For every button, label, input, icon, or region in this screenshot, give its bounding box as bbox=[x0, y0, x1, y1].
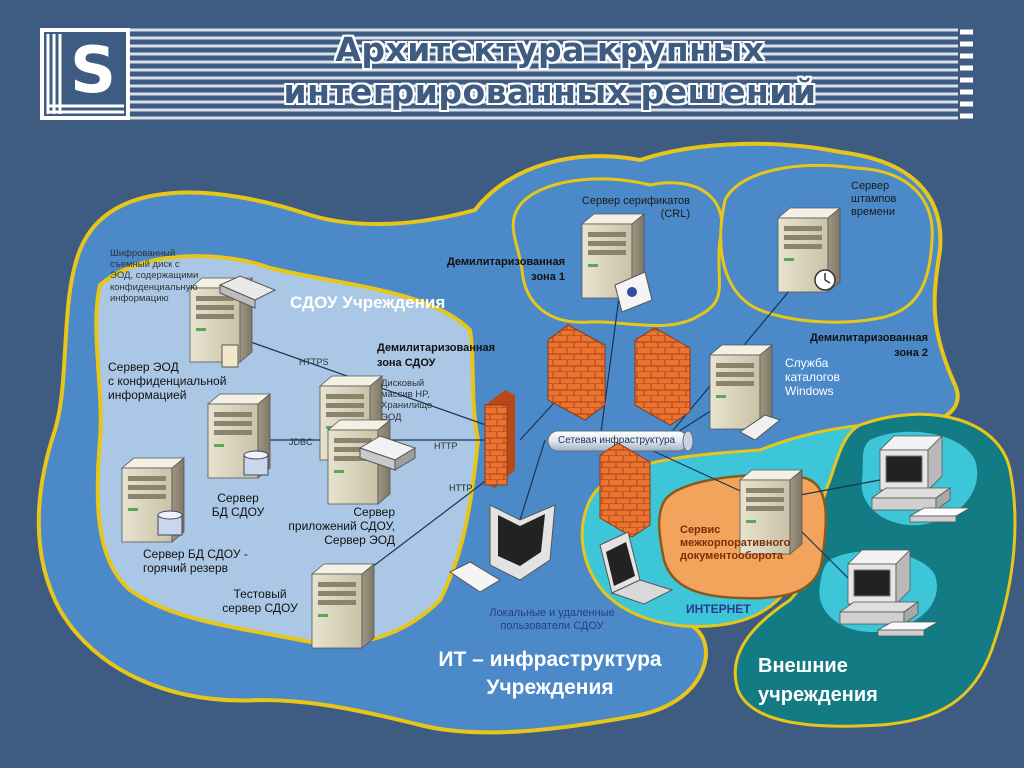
logo-letter: S bbox=[70, 34, 117, 108]
crl-server-label: Сервер серификатов(CRL) bbox=[581, 195, 690, 220]
disk-array bbox=[358, 435, 417, 471]
dmz1-label-2: зона 1 bbox=[531, 271, 565, 283]
internet-label: ИНТЕРНЕТ bbox=[686, 602, 751, 616]
external-zone-label-2: учреждения bbox=[758, 684, 878, 706]
title-line-1: Архитектура крупных bbox=[335, 30, 765, 69]
dmz2-label-1: Демилитаризованная bbox=[809, 332, 928, 344]
firewall-2 bbox=[547, 324, 606, 421]
external-zone-label-1: Внешние bbox=[758, 655, 848, 677]
sdou-zone-label: СДОУ Учреждения bbox=[290, 293, 446, 312]
firewall-1 bbox=[484, 390, 515, 488]
test-server bbox=[311, 563, 375, 649]
removable-disk bbox=[218, 275, 277, 368]
jdbc-label: JDBC bbox=[289, 437, 313, 447]
db-cylinders bbox=[157, 450, 269, 536]
laptop bbox=[599, 531, 674, 605]
http-label-1: HTTP bbox=[434, 441, 458, 451]
clock-icon bbox=[814, 269, 836, 291]
certificate-badge bbox=[614, 271, 653, 313]
network-infra-label: Сетевая инфраструктура bbox=[558, 435, 676, 446]
directory-keyboard bbox=[739, 414, 782, 441]
dmz2-label-2: зона 2 bbox=[894, 347, 928, 359]
http-label-2: HTTP bbox=[449, 483, 473, 493]
sdou-zone bbox=[94, 254, 481, 646]
title-line-2: интегрированных решений bbox=[283, 72, 817, 111]
logo bbox=[44, 32, 126, 116]
dmz1-label-1: Демилитаризованная bbox=[446, 256, 565, 268]
dmz-sdou-label-2: зона СДОУ bbox=[377, 357, 436, 369]
firewall-4 bbox=[599, 442, 651, 538]
user-workstation bbox=[449, 504, 556, 593]
it-zone-label-1: ИТ – инфраструктура bbox=[438, 648, 662, 671]
it-zone-label-2: Учреждения bbox=[486, 676, 614, 699]
dmz-sdou-label-1: Демилитаризованная bbox=[377, 342, 496, 354]
db-hot-reserve-label: Сервер БД СДОУ -горячий резерв bbox=[143, 547, 248, 576]
https-label: HTTPS bbox=[299, 357, 329, 367]
network-pipe bbox=[547, 430, 694, 452]
firewall-3 bbox=[634, 327, 691, 426]
